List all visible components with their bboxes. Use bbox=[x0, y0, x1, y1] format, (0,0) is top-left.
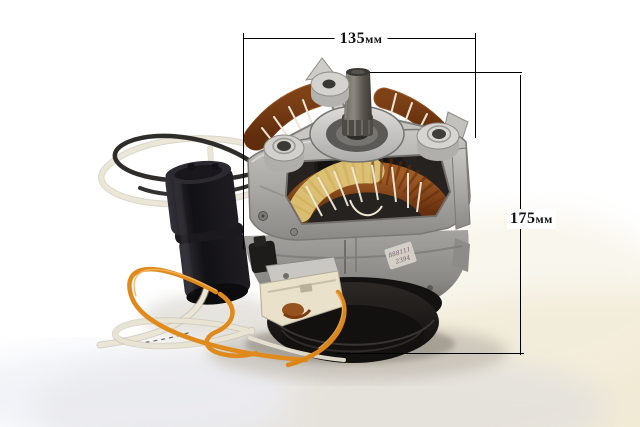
width-unit: мм bbox=[365, 32, 383, 46]
terminal-block bbox=[259, 256, 345, 327]
height-unit: мм bbox=[535, 212, 553, 226]
stator-window bbox=[280, 142, 452, 228]
stamp-marking: 888111 2394 bbox=[384, 241, 417, 270]
width-extension-line-right bbox=[475, 33, 476, 138]
front-wires bbox=[96, 266, 347, 368]
height-extension-line-bottom bbox=[337, 353, 524, 354]
width-value: 135 bbox=[339, 30, 366, 47]
shaft-hub bbox=[309, 68, 405, 163]
width-dimension-label: 135мм bbox=[334, 29, 388, 49]
width-extension-line-left bbox=[243, 33, 244, 250]
height-extension-line-top bbox=[370, 72, 522, 73]
capacitor bbox=[165, 160, 251, 305]
height-dimension-label: 175мм bbox=[507, 209, 556, 229]
height-value: 175 bbox=[510, 210, 536, 227]
mounting-bosses bbox=[263, 71, 460, 173]
stamp-line2: 2394 bbox=[394, 254, 412, 266]
